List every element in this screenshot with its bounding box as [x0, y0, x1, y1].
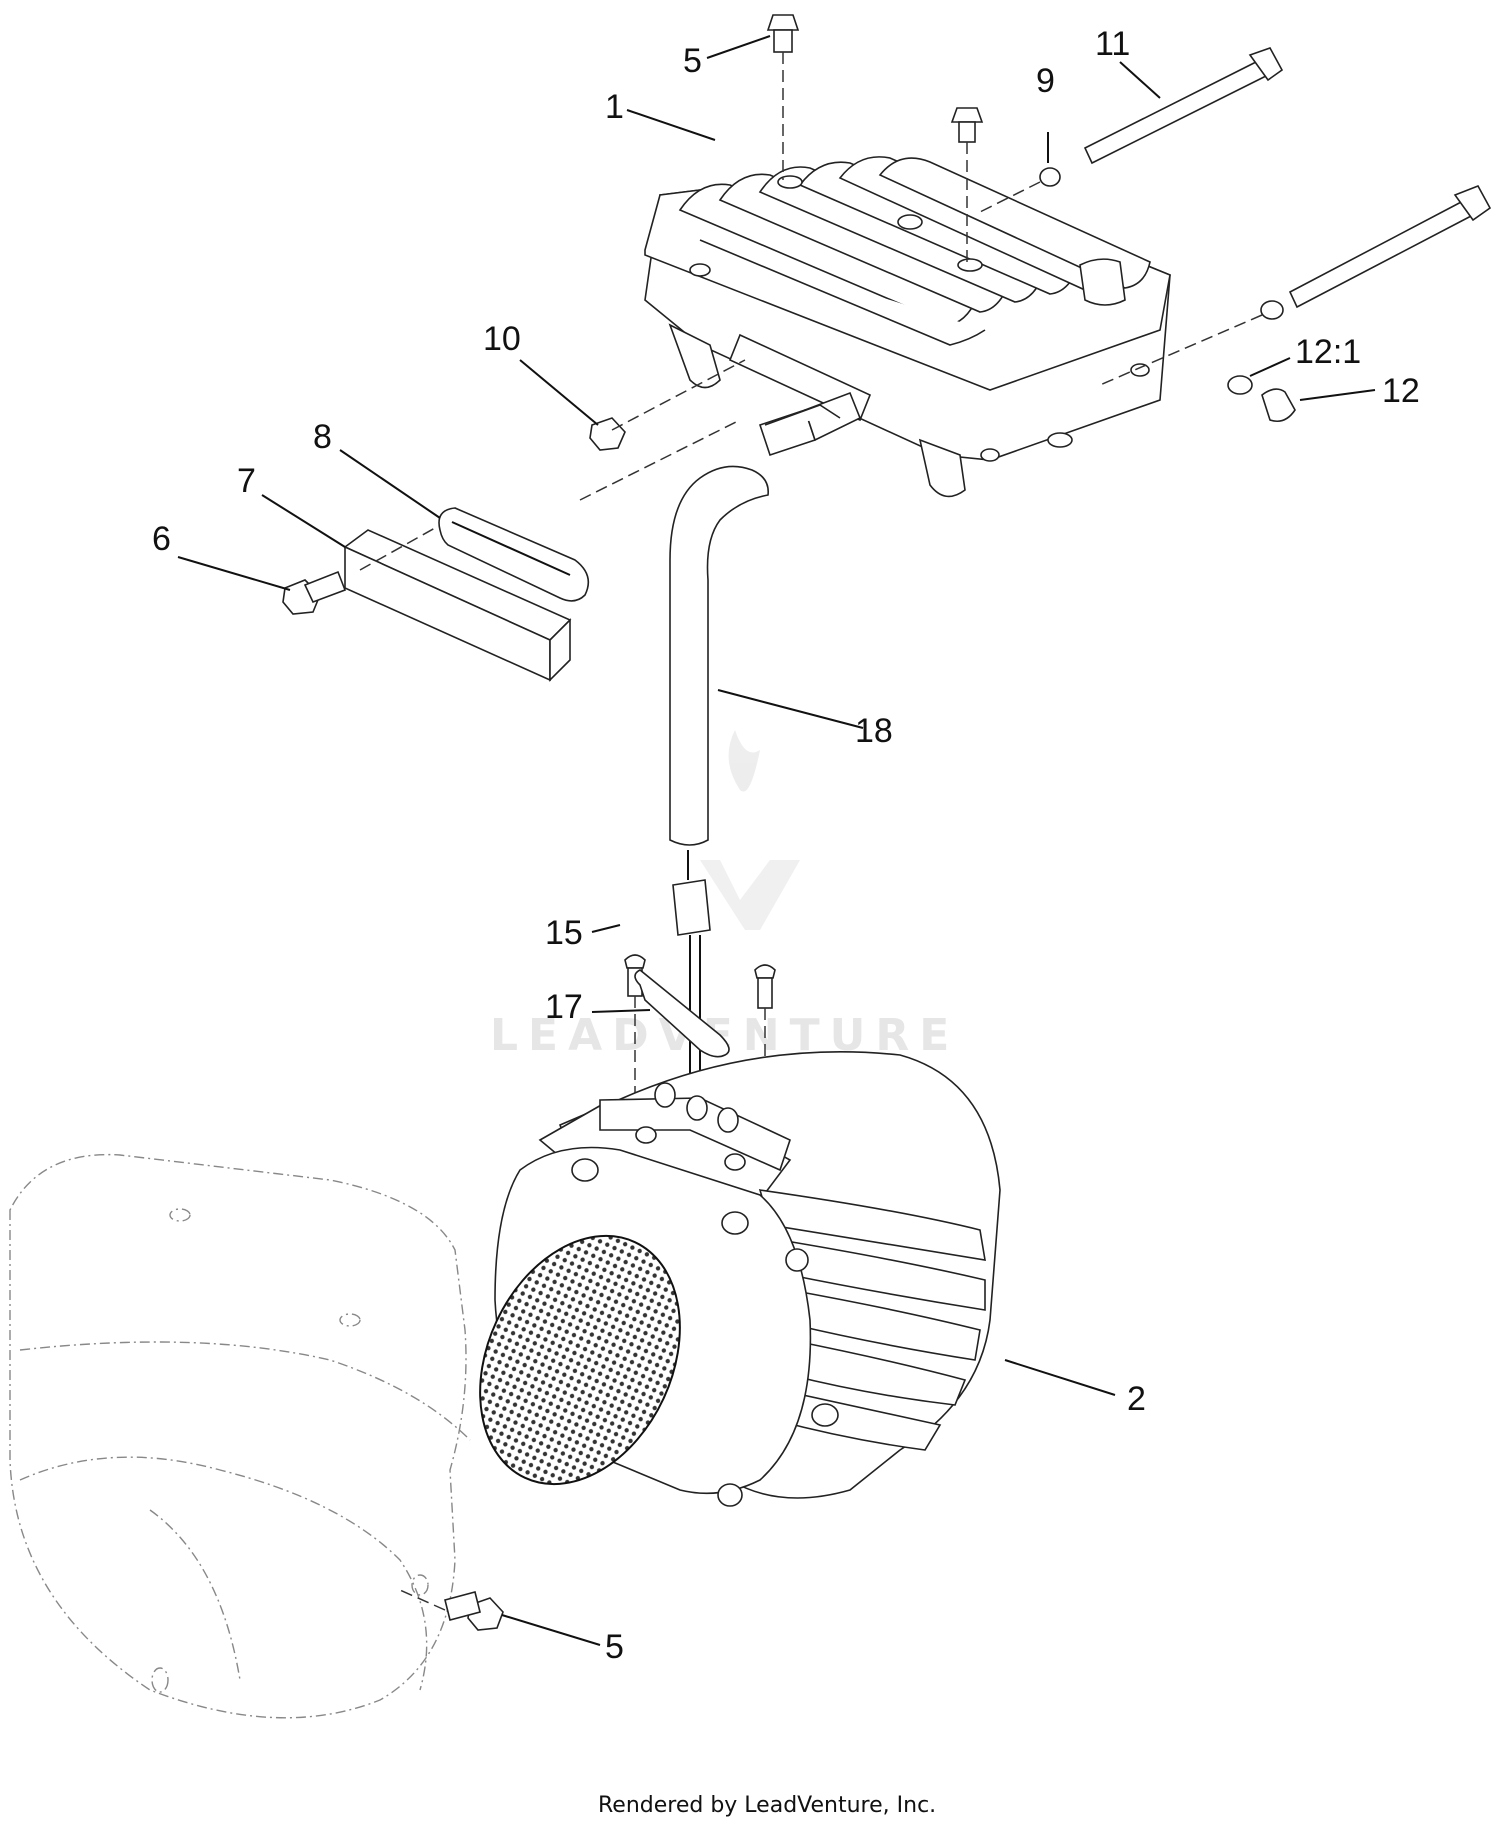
- footer-credit: Rendered by LeadVenture, Inc.: [598, 1793, 936, 1818]
- bolt-bottom-5: [399, 1589, 504, 1631]
- gasket-17: [634, 969, 730, 1058]
- electric-motor-2: [479, 1051, 1001, 1507]
- callout-5-top: 5: [683, 42, 702, 80]
- nut-10: [589, 359, 746, 451]
- long-bolt-11: [979, 47, 1284, 213]
- oring-12-1: [1227, 375, 1253, 395]
- callout-9: 9: [1036, 62, 1055, 100]
- plate-7: [343, 419, 741, 682]
- callout-5-bottom: 5: [605, 1628, 624, 1666]
- callout-12: 12: [1382, 372, 1420, 410]
- motor-connector: [672, 879, 711, 1100]
- motor-fins: [758, 1189, 986, 1451]
- engine-housing-phantom: [9, 1153, 471, 1719]
- bolt-top-right: [950, 107, 984, 265]
- callout-15: 15: [545, 914, 583, 952]
- motor-screen: [479, 1234, 681, 1486]
- callout-8: 8: [313, 418, 332, 456]
- callout-11: 11: [1095, 25, 1130, 63]
- callout-17: 17: [545, 988, 583, 1026]
- watermark-logo: [700, 730, 800, 930]
- callout-1: 1: [605, 88, 624, 126]
- leader-lines: [177, 35, 1376, 1646]
- gasket-8: [438, 507, 590, 602]
- callout-7: 7: [237, 462, 256, 500]
- controller-heatsink: [644, 156, 1171, 498]
- heatsink-fins: [678, 156, 1151, 346]
- callout-18: 18: [855, 712, 893, 750]
- bolt-6: [282, 570, 347, 615]
- callout-6: 6: [152, 520, 171, 558]
- cable-sleeve-18: [669, 465, 769, 880]
- long-bolt-lower: [1099, 184, 1492, 386]
- callout-10: 10: [483, 320, 521, 358]
- harness-connector: [758, 391, 862, 457]
- callout-12-1: 12:1: [1295, 333, 1361, 371]
- nut-12: [1261, 388, 1296, 423]
- callout-2: 2: [1127, 1380, 1146, 1418]
- bolt-top-5: [766, 14, 800, 180]
